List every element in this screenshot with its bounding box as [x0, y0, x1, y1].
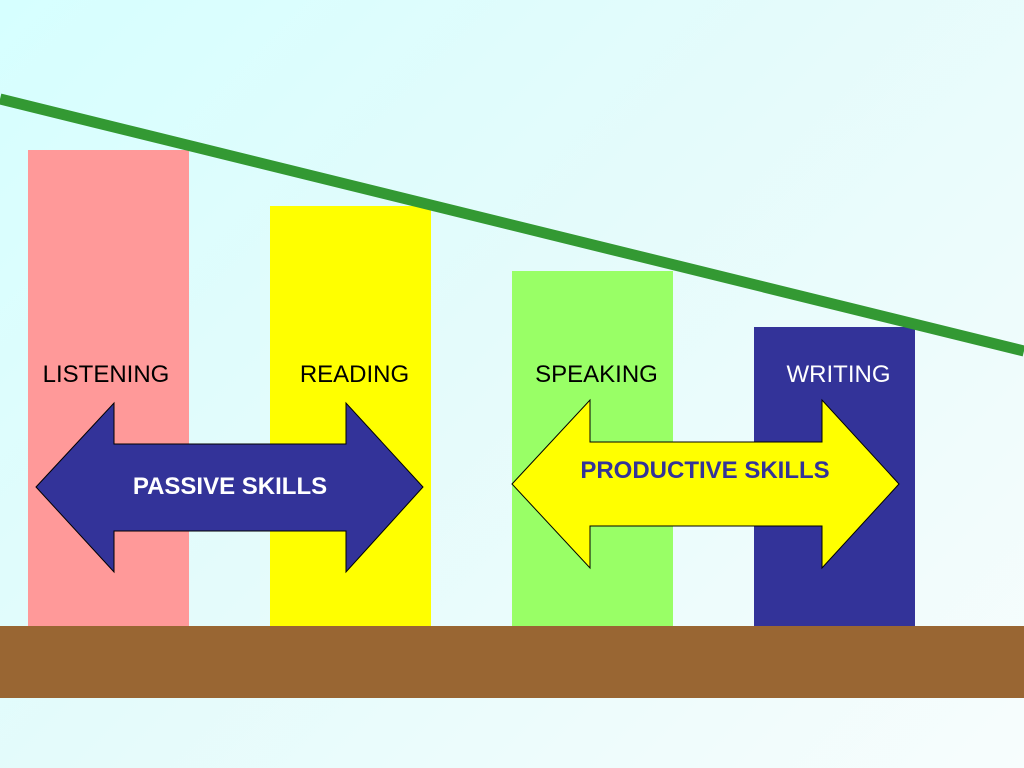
label-reading: READING: [299, 361, 410, 388]
productive-skills-arrow: [511, 398, 900, 570]
passive-skills-arrow: [35, 401, 424, 574]
passive-skills-label: PASSIVE SKILLS: [132, 473, 328, 500]
trend-line: [0, 93, 1024, 357]
productive-skills-label: PRODUCTIVE SKILLS: [580, 457, 830, 484]
ground: [0, 626, 1024, 698]
label-listening: LISTENING: [42, 361, 170, 388]
label-speaking: SPEAKING: [535, 361, 658, 388]
label-writing: WRITING: [786, 361, 891, 388]
